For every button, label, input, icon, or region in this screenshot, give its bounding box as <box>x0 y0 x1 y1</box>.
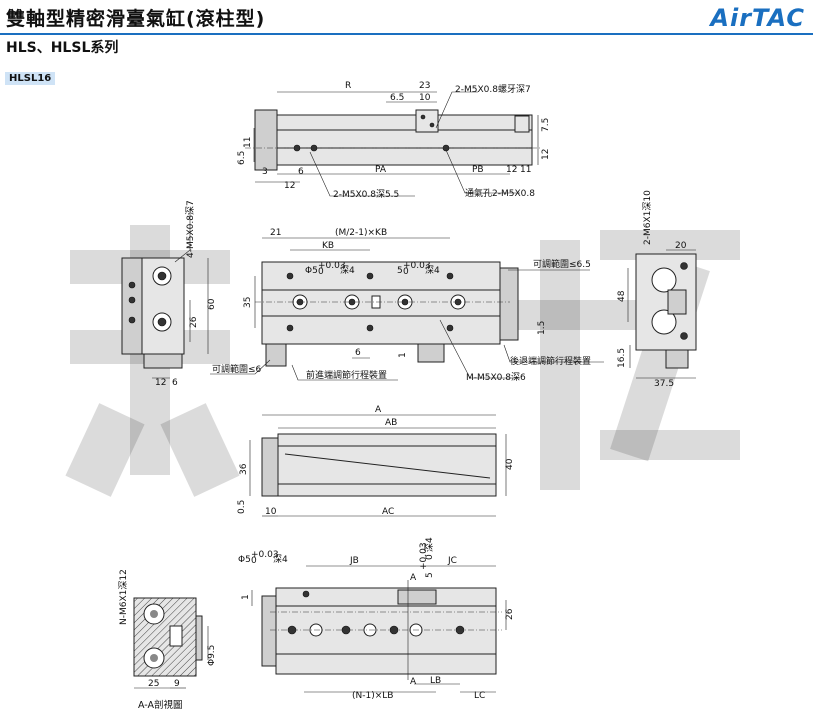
left-thread-label: 4-M5X0.8深7 <box>185 200 196 258</box>
hole1-depth: 深4 <box>340 265 355 276</box>
series-subtitle: HLS、HLSL系列 <box>6 40 119 56</box>
dim-5-bottom: 5 <box>425 572 435 578</box>
hole1-tol-lower: 0 <box>318 267 324 277</box>
right-side-view <box>627 249 697 379</box>
dim-5-tol-lower: 0 <box>425 554 435 560</box>
front-adjuster-label: 前進端調節行程裝置 <box>306 369 387 381</box>
hole2-tol-lower: 0 <box>403 267 409 277</box>
dim-60: 60 <box>207 298 217 310</box>
front-view <box>249 414 507 517</box>
hole2-label: 5 <box>397 266 403 276</box>
dim-11: 11 <box>243 137 253 148</box>
dim-pitch-KB: (M/2-1)×KB <box>335 228 387 238</box>
dim-26-bottom: 26 <box>505 608 515 620</box>
vent-label: 通氣孔2-M5X0.8 <box>465 187 535 199</box>
brand-logo: AirTAC <box>710 4 805 32</box>
dim-pitch-LB: (N-1)×LB <box>352 691 393 701</box>
dim-1-mid: 1 <box>398 352 408 358</box>
left-side-view <box>121 210 209 379</box>
middle-view <box>210 237 604 381</box>
dim-12-right: 12 <box>541 149 551 160</box>
dim-5-depth: 深4 <box>424 537 435 552</box>
rear-adjuster-label: 後退端調節行程裝置 <box>510 355 591 367</box>
dim-3: 3 <box>262 167 268 177</box>
dim-35: 35 <box>243 297 253 308</box>
page-title: 雙軸型精密滑臺氣缸(滾柱型) <box>6 8 266 30</box>
dim-1-bottom: 1 <box>241 594 251 600</box>
dim-LC: LC <box>474 691 485 701</box>
dim-40: 40 <box>505 458 515 470</box>
bottom-hole-label: Φ5 <box>238 555 251 565</box>
adjust-range-left: 可調範圍≤6 <box>212 363 262 375</box>
header-divider <box>0 33 813 35</box>
dim-6-left: 6 <box>172 378 178 388</box>
hole1-tol-upper: +0.03 <box>318 261 346 271</box>
dim-12-c: 12 <box>506 165 517 175</box>
hole1-label: Φ5 <box>305 266 318 276</box>
dim-6-5: 6.5 <box>390 93 404 103</box>
dim-48: 48 <box>617 290 627 302</box>
dim-5-tol-upper: +0.03 <box>419 542 429 570</box>
model-tag: HLSL16 <box>5 72 56 85</box>
dim-7-5: 7.5 <box>541 118 551 132</box>
dim-A: A <box>375 405 382 415</box>
dim-R: R <box>345 81 351 91</box>
section-mark-A-top: A <box>410 573 417 583</box>
dim-11-b: 11 <box>520 165 531 175</box>
right-thread-label: 2-M6X1深10 <box>642 190 653 245</box>
dim-21: 21 <box>270 228 281 238</box>
dim-9: 9 <box>174 679 180 689</box>
dim-JC: JC <box>447 556 457 566</box>
bottom-view <box>251 565 507 693</box>
bottom-hole-tol-lower: 0 <box>251 556 257 566</box>
hole2-tol-upper: +0.03 <box>403 261 431 271</box>
dim-37-5: 37.5 <box>654 379 674 389</box>
dim-1-5: 1.5 <box>537 321 547 335</box>
dim-KB: KB <box>322 241 334 251</box>
top-view <box>245 91 540 197</box>
section-mark-A-bottom: A <box>410 677 417 687</box>
bottom-hole-tol-upper: +0.03 <box>251 550 279 560</box>
section-caption: A-A剖視圖 <box>138 699 183 711</box>
dim-26: 26 <box>189 316 199 328</box>
dim-10: 10 <box>419 93 431 103</box>
dim-6: 6 <box>298 167 304 177</box>
dim-JB: JB <box>349 556 359 566</box>
bottom-hole-depth: 深4 <box>273 554 288 565</box>
thread-top-label: 2-M5X0.8螺牙深7 <box>455 84 531 95</box>
dim-12-left: 12 <box>155 378 166 388</box>
section-thread-label: N-M6X1深12 <box>118 569 129 625</box>
dim-10-front: 10 <box>265 507 277 517</box>
adjust-range-right: 可調範圍≤6.5 <box>533 258 591 270</box>
dim-16-5: 16.5 <box>617 348 627 368</box>
thread-bottom-label: 2-M5X0.8深5.5 <box>333 189 399 200</box>
m-thread-label: M-M5X0.8深6 <box>466 372 526 383</box>
dim-6-5-left: 6.5 <box>237 151 247 165</box>
dim-6-mid: 6 <box>355 348 361 358</box>
dim-LB: LB <box>430 676 441 686</box>
hole2-depth: 深4 <box>425 265 440 276</box>
dim-36: 36 <box>239 463 249 475</box>
dim-12-bottom: 12 <box>284 181 295 191</box>
dim-phi-9-5: Φ9.5 <box>207 645 217 666</box>
dim-AB: AB <box>385 418 397 428</box>
dim-23: 23 <box>419 81 430 91</box>
dim-AC: AC <box>382 507 394 517</box>
section-view <box>133 597 209 689</box>
dim-PA: PA <box>375 165 387 175</box>
dim-0-5: 0.5 <box>237 500 247 514</box>
dim-PB: PB <box>472 165 484 175</box>
dim-20: 20 <box>675 241 687 251</box>
dim-25: 25 <box>148 679 159 689</box>
